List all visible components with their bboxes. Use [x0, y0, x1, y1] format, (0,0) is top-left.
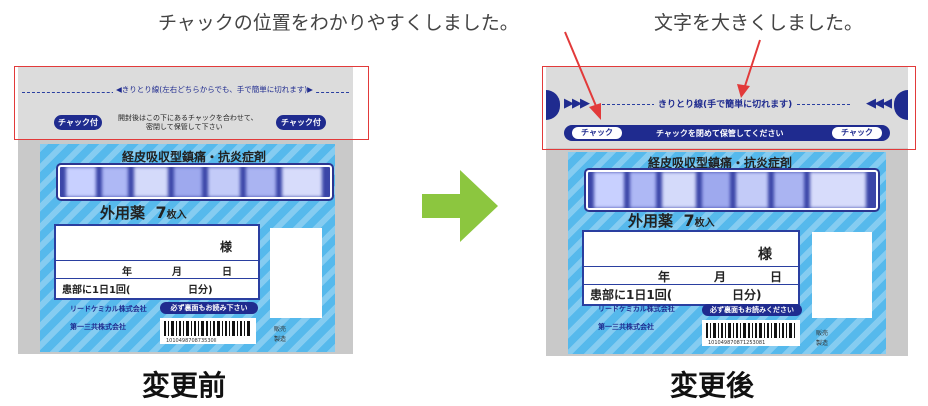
before-form-day: 日	[222, 267, 232, 278]
after-package: ▶▶▶ きりとり線(手で簡単に切れます) ◀◀◀ チャック チャックを閉めて保管…	[546, 66, 908, 356]
after-left-notch	[546, 90, 560, 120]
green-arrow-icon	[422, 170, 498, 242]
before-form-year: 年	[122, 267, 132, 278]
before-right-small-2: 製造	[274, 336, 287, 343]
after-type: 外用薬 7枚入	[628, 211, 715, 230]
caption-bigger-text: 文字を大きくしました。	[654, 12, 864, 34]
before-package: ◀きりとり線(左右どちらからでも、手で簡単に切れます)▶ チャック付 チャック付…	[18, 66, 353, 354]
after-chuck-band	[564, 125, 890, 141]
before-form-sama: 様	[219, 240, 232, 254]
before-form-usage-end: 日分)	[188, 285, 213, 296]
after-maker: リードケミカル株式会社	[598, 305, 675, 313]
before-barcode-number: 101049870873530ll	[166, 338, 217, 344]
after-form-usage: 患部に1日1回(	[590, 288, 673, 302]
after-category: 経皮吸収型鎮痛・抗炎症剤	[648, 156, 793, 170]
before-cut-line-text: ◀きりとり線(左右どちらからでも、手で簡単に切れます)▶	[113, 84, 316, 95]
before-type: 外用薬 7枚入	[100, 203, 187, 222]
after-right-chuck-tab: チャック	[832, 127, 882, 139]
before-form: 様 年 月 日 患部に1日1回( 日分)	[54, 224, 260, 300]
after-form-year: 年	[658, 270, 671, 284]
after-form-day: 日	[770, 270, 783, 284]
after-product-name-blurred	[586, 170, 878, 210]
before-read-back-notice: 必ず裏面もお読み下さい	[160, 302, 258, 314]
after-barcode: 101049870871253081	[702, 320, 800, 346]
before-form-usage: 患部に1日1回(	[62, 285, 131, 296]
after-form: 様 年 月 日 患部に1日1回( 日分)	[582, 230, 800, 306]
after-form-month: 月	[714, 270, 727, 284]
after-blue-panel: 経皮吸収型鎮痛・抗炎症剤 外用薬 7枚入 様 年 月 日 患部に1日1回( 日分…	[568, 152, 886, 354]
before-blue-panel: 経皮吸収型鎮痛・抗炎症剤 外用薬 7枚入 様 年 月 日 患部に1日1回( 日分…	[40, 144, 335, 352]
before-category: 経皮吸収型鎮痛・抗炎症剤	[122, 150, 267, 164]
after-cut-line-text: きりとり線(手で簡単に切れます)	[654, 97, 797, 110]
after-form-sama: 様	[758, 247, 772, 263]
before-chuck-note-2: 密閉して保管して下さい	[146, 123, 223, 131]
after-left-chuck-tab: チャック	[572, 127, 622, 139]
after-form-usage-end: 日分)	[732, 288, 762, 302]
before-form-month: 月	[172, 267, 182, 278]
after-right-triangles-icon: ◀◀◀	[866, 96, 892, 111]
before-chuck-note-1: 開封後はこの下にあるチャックを合わせて、	[118, 114, 258, 122]
before-label: 変更前	[142, 369, 227, 402]
before-left-chuck-tab: チャック付	[54, 115, 102, 130]
before-right-chuck-tab: チャック付	[276, 115, 326, 130]
before-barcode: 101049870873530ll	[160, 318, 256, 344]
before-right-small-1: 販売	[274, 326, 287, 333]
before-distributor: 第一三共株式会社	[70, 323, 126, 331]
after-barcode-number: 101049870871253081	[708, 340, 766, 346]
before-maker: リードケミカル株式会社	[70, 305, 147, 313]
after-label: 変更後	[670, 369, 755, 402]
after-distributor: 第一三共株式会社	[598, 323, 654, 331]
after-right-small-1: 販売	[816, 330, 829, 337]
after-white-box	[812, 232, 872, 318]
after-right-small-2: 製造	[816, 340, 829, 347]
after-read-back-notice: 必ず裏面もお読みください	[702, 304, 802, 316]
before-highlight-box	[14, 66, 369, 140]
before-product-name-blurred	[58, 165, 332, 199]
caption-chuck-position: チャックの位置をわかりやすくしました。	[158, 12, 519, 34]
before-white-box	[270, 228, 322, 318]
after-chuck-note: チャックを閉めて保管してください	[656, 129, 784, 138]
after-right-notch	[894, 90, 908, 120]
after-highlight-box	[542, 66, 916, 150]
